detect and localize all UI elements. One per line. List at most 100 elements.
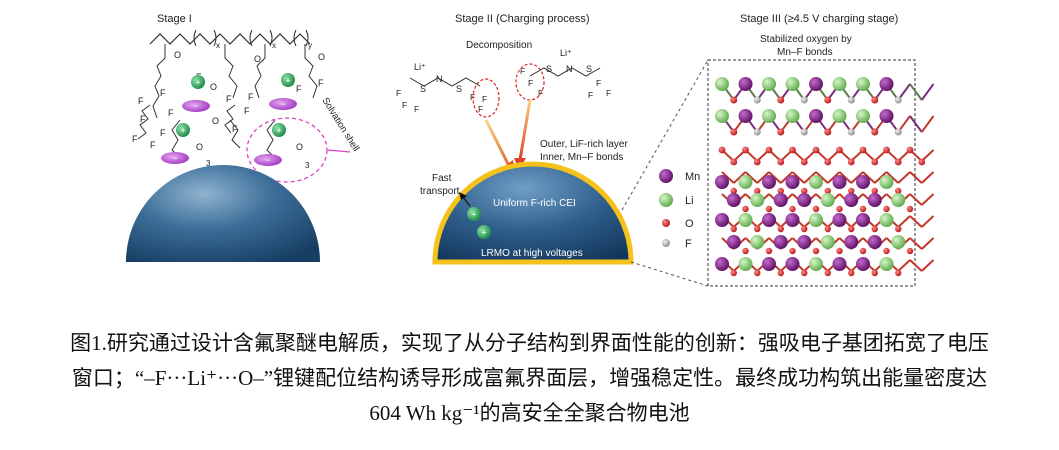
f-atom xyxy=(847,128,855,136)
o-atom xyxy=(777,269,784,277)
o-atom xyxy=(871,128,879,136)
lattice-bond xyxy=(909,83,923,101)
o-atom xyxy=(824,128,832,136)
svg-text:Li: Li xyxy=(685,195,694,207)
o-atom xyxy=(777,128,785,136)
zoom-line-top xyxy=(621,59,709,211)
o-atom xyxy=(848,225,855,233)
svg-text:F: F xyxy=(402,100,407,110)
o-atom xyxy=(848,269,855,277)
svg-text:−: − xyxy=(265,155,270,165)
mn-atom xyxy=(726,193,741,207)
lattice-bond xyxy=(744,171,758,184)
o-atom xyxy=(800,158,808,166)
svg-text:N: N xyxy=(566,64,573,74)
lattice-bond xyxy=(921,149,935,162)
layer-inner-label: Inner, Mn–F bonds xyxy=(540,152,623,163)
lattice-bond xyxy=(897,171,911,184)
o-atom xyxy=(777,187,784,195)
mn-atom xyxy=(738,109,753,123)
svg-text:Li⁺: Li⁺ xyxy=(414,62,426,72)
o-atom xyxy=(824,225,831,233)
svg-text:+: + xyxy=(195,78,200,88)
lattice-bond xyxy=(909,215,923,228)
o-atom xyxy=(883,247,890,255)
li-atom xyxy=(785,109,800,123)
legend-item-li: Li xyxy=(659,193,694,207)
svg-text:F: F xyxy=(296,84,302,94)
tfsi-molecule-right: Li⁺ N S S F F F F F F xyxy=(520,48,611,100)
svg-text:+: + xyxy=(471,210,476,220)
o-atom xyxy=(754,187,761,195)
mn-atom xyxy=(832,213,847,227)
solvation-shell-label: Solvation shell xyxy=(319,96,361,154)
mn-atom xyxy=(844,193,859,207)
o-atom xyxy=(777,96,785,104)
svg-text:+: + xyxy=(276,126,281,136)
svg-text:O: O xyxy=(318,52,325,62)
o-atom xyxy=(824,96,832,104)
svg-text:S: S xyxy=(420,84,426,94)
svg-text:−: − xyxy=(172,153,177,163)
f-atom xyxy=(753,128,761,136)
lattice-bond xyxy=(909,237,923,250)
o-atom xyxy=(801,187,808,195)
ether-chains xyxy=(137,44,318,159)
lattice-bond xyxy=(791,171,805,184)
mn-atom xyxy=(856,213,870,227)
mn-atom xyxy=(715,175,729,189)
o-atom xyxy=(895,187,902,195)
o-atom xyxy=(742,146,749,154)
decomposition-label: Decomposition xyxy=(466,40,532,51)
polymer-backbone xyxy=(149,33,311,45)
mn-atom xyxy=(785,213,800,227)
svg-text:F: F xyxy=(588,90,593,100)
lattice-bond xyxy=(756,171,770,184)
o-atom xyxy=(730,96,738,104)
subscript-x: x xyxy=(216,41,220,50)
figure-caption: 图1.研究通过设计含氟聚醚电解质，实现了从分子结构到界面性能的创新：强吸电子基团… xyxy=(0,326,1059,431)
svg-text:F: F xyxy=(150,140,156,150)
li-ion: + xyxy=(176,123,190,137)
li-ion: + xyxy=(272,123,286,137)
o-atom xyxy=(765,247,773,255)
lattice-bond xyxy=(862,171,876,184)
lattice-bond xyxy=(921,193,935,206)
stage3-subtitle-2: Mn–F bonds xyxy=(777,47,833,58)
svg-text:F: F xyxy=(160,88,166,98)
svg-text:S: S xyxy=(546,64,552,74)
lattice-bond xyxy=(921,171,935,184)
legend-item-mn: Mn xyxy=(659,169,700,183)
lattice-bond xyxy=(909,115,923,133)
oxygen-atoms: O O O O O O O xyxy=(174,50,325,152)
f-atom xyxy=(894,96,902,104)
o-atom xyxy=(801,225,808,233)
f-atom xyxy=(894,128,902,136)
lattice-bond xyxy=(885,171,899,184)
li-ion: + xyxy=(467,207,481,221)
svg-text:O: O xyxy=(685,218,694,230)
mn-atom xyxy=(785,175,800,189)
o-atom xyxy=(824,158,832,166)
li-atom xyxy=(750,193,765,207)
lattice-bond xyxy=(920,115,935,133)
o-atom xyxy=(777,225,784,233)
svg-text:F: F xyxy=(478,104,483,114)
anion: − xyxy=(161,152,189,164)
layer-outer-label: Outer, LiF-rich layer xyxy=(540,139,628,150)
mn-atom xyxy=(797,235,812,249)
o-atom xyxy=(871,158,879,166)
o-atom xyxy=(918,158,926,166)
mn-atom xyxy=(773,235,788,249)
o-atom xyxy=(765,146,773,154)
li-ion: + xyxy=(191,75,205,89)
li-atom xyxy=(738,175,753,189)
mn-atom xyxy=(879,77,894,91)
svg-text:F: F xyxy=(528,78,533,88)
svg-text:O: O xyxy=(212,116,219,126)
o-atom xyxy=(836,205,843,213)
svg-text:F: F xyxy=(168,108,174,118)
svg-text:F: F xyxy=(596,78,601,88)
li-atom xyxy=(832,77,847,91)
svg-text:F: F xyxy=(140,114,146,124)
